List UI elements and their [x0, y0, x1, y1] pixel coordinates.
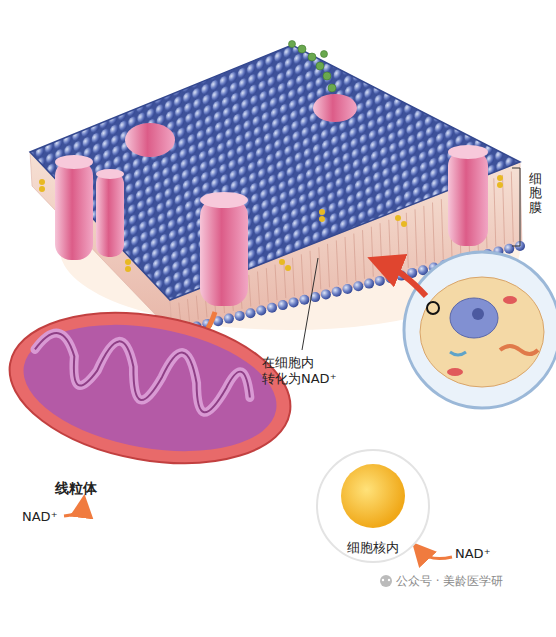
lipid-head [353, 281, 363, 291]
lipid-tail [258, 272, 260, 305]
lipid-head [332, 287, 342, 297]
lipid-head [256, 306, 266, 316]
lipid-head [321, 289, 331, 299]
mitochondrion-shape [0, 300, 300, 515]
lipid-tail [424, 206, 426, 264]
lipid-tail [293, 258, 295, 296]
lipid-head [299, 295, 309, 305]
lipid-tail [266, 268, 268, 302]
lipid-tail [511, 172, 513, 243]
lipid-head [289, 297, 299, 307]
lipid-head [375, 276, 385, 286]
lipid-tail [275, 265, 277, 301]
lipid-tail [301, 254, 303, 293]
lipid-tail [363, 230, 365, 279]
mitochondrion: 线粒体 [0, 300, 300, 515]
nad-label: NAD⁺ [455, 546, 491, 562]
lipid-tail [433, 203, 435, 262]
lipid-tail [249, 275, 251, 307]
lipid-tail [398, 216, 400, 270]
lipid-tail [494, 178, 496, 246]
lipid-tail [371, 227, 373, 277]
lipid-tail [310, 251, 312, 292]
lipid-head [504, 244, 514, 254]
lipid-tail [196, 296, 198, 320]
lipid-head [224, 314, 234, 324]
lipid-head [246, 308, 256, 318]
lipid-head [235, 311, 245, 321]
lipid-tail [380, 223, 382, 274]
lipid-tail [415, 209, 417, 265]
conversion-note: 在细胞内 转化为NAD⁺ [262, 355, 354, 388]
lipid-head [364, 279, 374, 289]
nad-label: NAD⁺ [22, 509, 58, 525]
lipid-tail [345, 237, 347, 283]
membrane-label: 细胞膜 [529, 172, 542, 215]
lipid-head [267, 303, 277, 313]
lipid-head [343, 284, 353, 294]
node-label: 细胞核内 [347, 540, 399, 556]
nucleus: 细胞核内 [316, 448, 430, 570]
lipid-tail [336, 240, 338, 285]
lipid-tail [188, 299, 190, 322]
lipid-head [386, 273, 396, 283]
lipid-tail [328, 244, 330, 287]
lipid-tail [354, 234, 356, 281]
lipid-head [278, 300, 288, 310]
watermark: 公众号 · 美龄医学研 [396, 574, 503, 589]
node-label: 线粒体 [55, 480, 97, 498]
lipid-tail [406, 213, 408, 268]
lipid-tail [319, 247, 321, 289]
lipid-tail [441, 199, 443, 259]
